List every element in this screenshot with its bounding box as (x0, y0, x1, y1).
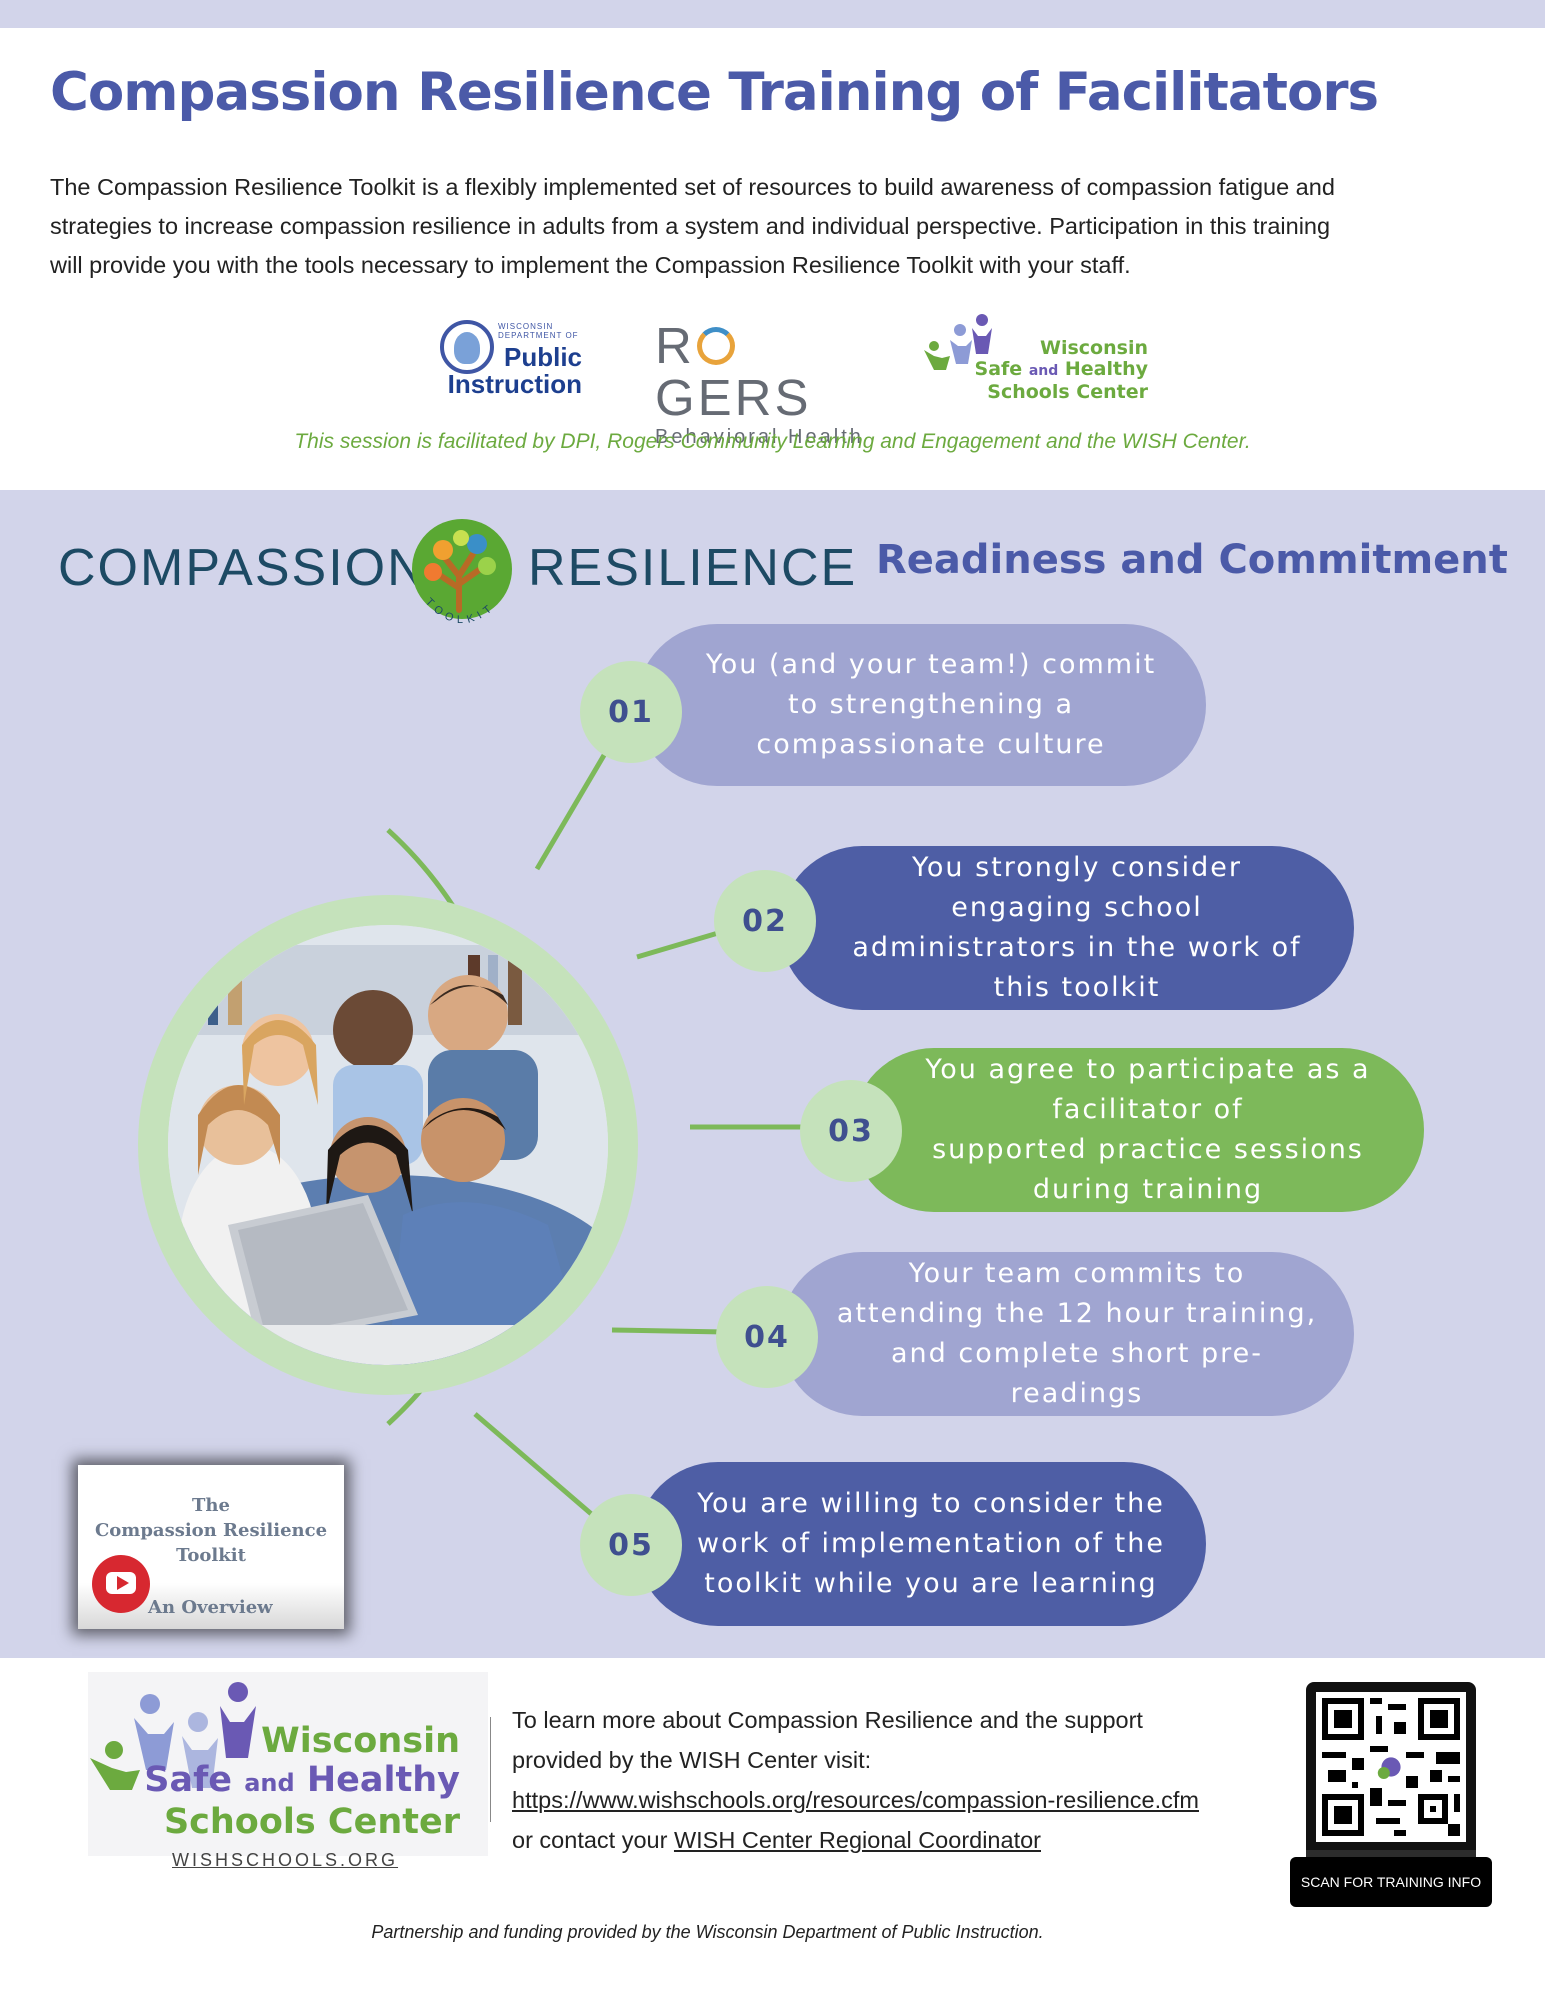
tree-icon: TOOLKIT (412, 519, 512, 626)
youtube-play-icon[interactable] (92, 1555, 150, 1613)
rogers-logo-text: R (655, 317, 695, 374)
step-pill-05: You are willing to consider the work of … (636, 1462, 1206, 1626)
wish-people-icon (924, 314, 992, 370)
rogers-logo-subtitle: Behavioral Health (655, 426, 864, 448)
connector-line (534, 743, 613, 871)
step-number-02: 02 (714, 870, 816, 972)
dpi-seal-icon (440, 320, 494, 374)
team-at-laptop-image (168, 925, 608, 1365)
step-text-line: engaging school (951, 892, 1203, 923)
intro-line: will provide you with the tools necessar… (50, 252, 1131, 278)
step-text-line: You strongly consider (911, 852, 1242, 883)
qr-code-icon[interactable] (1316, 1692, 1466, 1842)
learn-more-text: To learn more about Compassion Resilienc… (512, 1700, 1312, 1860)
connector-line (473, 1412, 612, 1532)
wish-logo-text: and (244, 1769, 295, 1797)
dpi-logo-small-text: WISCONSIN (498, 322, 554, 331)
step-text-line: toolkit while you are learning (704, 1568, 1158, 1599)
step-text-line: You agree to participate as a (925, 1054, 1371, 1085)
step-text-line: You (and your team!) commit (705, 649, 1157, 680)
step-text-line: attending the 12 hour training, (836, 1298, 1318, 1329)
step-pill-01: You (and your team!) commit to strengthe… (636, 624, 1206, 786)
qr-scan-label: SCAN FOR TRAINING INFO (1290, 1857, 1492, 1907)
dpi-logo-text: Instruction (447, 369, 582, 399)
wish-logo-text: Wisconsin (261, 1721, 460, 1761)
top-accent-bar (0, 0, 1545, 28)
step-pill-03: You agree to participate as a facilitato… (852, 1048, 1424, 1212)
step-text-line: during training (1032, 1174, 1264, 1205)
step-text-line: Your team commits to (908, 1258, 1246, 1289)
page-title: Compassion Resilience Training of Facili… (50, 62, 1379, 123)
step-number-05: 05 (580, 1494, 682, 1596)
logo-word-right: RESILIENCE (528, 539, 858, 597)
rogers-logo: RGERS Behavioral Health (655, 317, 885, 449)
wish-logo-text: and (1028, 363, 1059, 379)
regional-coordinator-link[interactable]: WISH Center Regional Coordinator (673, 1827, 1041, 1853)
video-title-line: Compassion Resilience (94, 1520, 328, 1541)
wish-logo-text: Safe (144, 1760, 233, 1800)
step-text-line: readings (1010, 1378, 1144, 1409)
step-text-line: and complete short pre- (890, 1338, 1264, 1369)
step-text-line: facilitator of (1052, 1094, 1244, 1125)
connector-line (611, 1327, 726, 1335)
section-heading: Readiness and Commitment (876, 537, 1508, 583)
step-text-line: to strengthening a (787, 689, 1074, 720)
step-text-line: compassionate culture (756, 729, 1106, 760)
intro-line: strategies to increase compassion resili… (50, 213, 1331, 239)
compassion-resilience-link[interactable]: https://www.wishschools.org/resources/co… (512, 1787, 1199, 1813)
intro-line: The Compassion Resilience Toolkit is a f… (50, 174, 1335, 200)
video-title-line: The (192, 1495, 230, 1516)
step-pill-04: Your team commits to attending the 12 ho… (780, 1252, 1354, 1416)
logo-word-left: COMPASSION (58, 539, 427, 597)
step-text-line: work of implementation of the (697, 1528, 1165, 1559)
wish-logo-text: Wisconsin (1040, 337, 1148, 359)
qr-code-frame (1306, 1682, 1476, 1860)
facilitated-note: This session is facilitated by DPI, Roge… (294, 430, 1251, 453)
compassion-resilience-toolkit-logo: COMPASSION TOOLKIT RESILIENCE (58, 510, 855, 640)
wish-logo-text: Schools Center (163, 1802, 460, 1842)
video-subtitle: An Overview (148, 1597, 273, 1618)
wish-people-icon (90, 1682, 256, 1790)
rogers-o-icon (696, 327, 735, 365)
step-text-line: administrators in the work of (852, 932, 1302, 963)
dpi-logo-text: Public (503, 342, 582, 372)
wishschools-link[interactable]: WISHSCHOOLS.ORG (172, 1850, 399, 1870)
intro-paragraph: The Compassion Resilience Toolkit is a f… (50, 168, 1490, 285)
wish-center-footer-logo: Wisconsin Safe and Healthy Schools Cente… (88, 1672, 488, 1856)
funding-note: Partnership and funding provided by the … (371, 1922, 1044, 1942)
wish-logo-text: Healthy (306, 1760, 460, 1800)
wish-logo-text: Healthy (1064, 358, 1148, 380)
step-number-04: 04 (716, 1286, 818, 1388)
step-number-03: 03 (800, 1080, 902, 1182)
wish-logo-text: Schools Center (987, 381, 1148, 403)
step-text-line: You are willing to consider the (697, 1488, 1165, 1519)
step-number-01: 01 (580, 661, 682, 763)
dpi-logo: WISCONSIN DEPARTMENT OF Public Instructi… (440, 318, 582, 399)
rogers-logo-text: GERS (655, 369, 812, 426)
contact-prefix: or contact your (512, 1827, 674, 1853)
wish-center-logo: Wisconsin Safe and Healthy Schools Cente… (920, 308, 1148, 403)
dpi-logo-small-text: DEPARTMENT OF (498, 331, 579, 340)
learn-more-line: To learn more about Compassion Resilienc… (512, 1707, 1143, 1733)
step-text-line: supported practice sessions (932, 1134, 1364, 1165)
wish-logo-text: Safe (974, 358, 1023, 380)
video-title-line: Toolkit (176, 1545, 246, 1566)
step-text-line: this toolkit (993, 972, 1161, 1003)
team-photo (168, 925, 608, 1365)
step-pill-02: You strongly consider engaging school ad… (780, 846, 1354, 1010)
learn-more-line: provided by the WISH Center visit: (512, 1747, 872, 1773)
overview-video-thumbnail[interactable]: The Compassion Resilience Toolkit An Ove… (78, 1465, 344, 1629)
footer-divider (490, 1717, 491, 1822)
